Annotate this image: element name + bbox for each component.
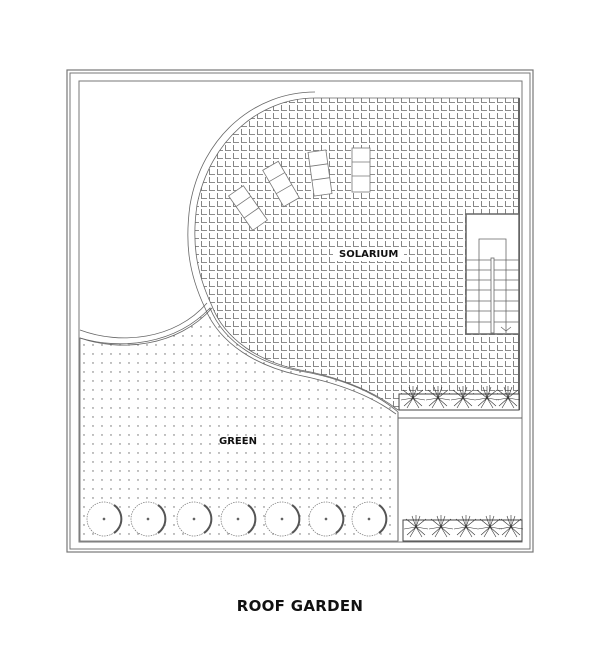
plant-icon [450,386,476,409]
sun-lounger-icon [351,147,371,193]
planter-lower [402,515,524,542]
terrace-area [397,412,522,541]
shrub-icon [176,501,213,537]
plant-icon [428,515,454,538]
plant-icon [477,515,503,538]
shrub-icon [86,501,123,537]
stair-direction-arrow-icon [500,326,512,332]
lawn-boundary [79,302,213,346]
plant-icon [400,386,426,409]
staircase [465,213,520,335]
solarium-label: SOLARIUM [333,248,405,261]
planter-upper [398,386,521,411]
plant-icon [453,515,479,538]
green-area [79,307,399,542]
parapet-wall [66,69,534,553]
shrub-icon [308,501,345,537]
shrub-icon [351,501,388,537]
sun-lounger-icon [262,160,300,208]
shrub-icon [220,501,257,537]
drawing-title: ROOF GARDEN [236,597,364,615]
plant-icon [403,515,429,538]
plant-icon [495,386,521,409]
sun-lounger-group [228,147,371,231]
plant-icon [498,515,524,538]
sun-lounger-icon [307,149,333,197]
sun-lounger-icon [228,185,268,231]
green-label: GREEN [219,436,257,447]
plant-icon [474,386,500,409]
shrub-row [86,501,388,537]
shrub-icon [264,501,301,537]
plant-icon [425,386,451,409]
shrub-icon [130,501,167,537]
